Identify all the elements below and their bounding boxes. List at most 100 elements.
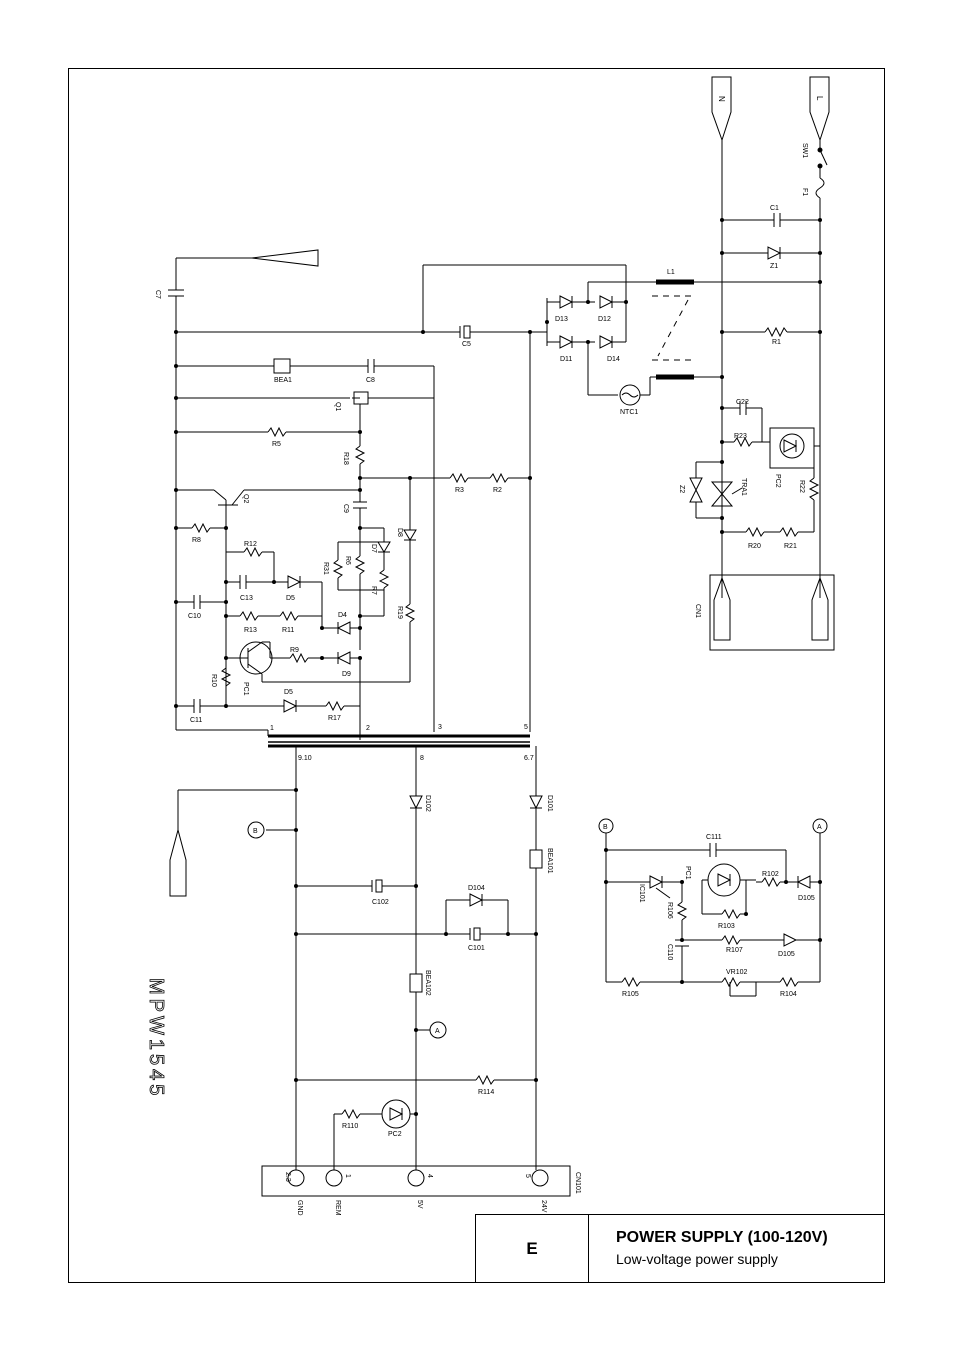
label-r11: R11: [282, 627, 294, 634]
label-r2: R2: [493, 487, 502, 494]
label-r6: R6: [344, 556, 351, 565]
label-tra1: TRA1: [740, 478, 747, 496]
label-c1: C1: [770, 205, 779, 212]
section-letter: E: [476, 1215, 589, 1283]
pin-8: 8: [420, 755, 424, 762]
label-b-left: B: [253, 828, 258, 835]
label-r7: R7: [370, 586, 377, 595]
label-c22: C22: [736, 399, 749, 406]
label-b-right: B: [603, 824, 608, 831]
label-bea1: BEA1: [274, 377, 292, 384]
label-gnd: GND: [296, 1200, 303, 1216]
label-rem: REM: [334, 1200, 341, 1216]
label-d11: D11: [560, 356, 572, 363]
label-c7: C7: [154, 290, 161, 299]
label-z2: Z2: [678, 485, 685, 493]
label-c101: C101: [468, 945, 485, 952]
label-d8: D8: [396, 528, 403, 537]
label-c110: C110: [666, 944, 673, 960]
label-r22: R22: [798, 480, 805, 493]
label-c13: C13: [240, 595, 253, 602]
label-r23: R23: [734, 433, 747, 440]
pin-2: 2: [366, 725, 370, 732]
label-a-left: A: [435, 1028, 440, 1035]
label-c8: C8: [366, 377, 375, 384]
label-c111: C111: [706, 834, 722, 841]
label-q2: Q2: [242, 494, 249, 503]
label-r102: R102: [762, 871, 779, 878]
label-r12: R12: [244, 541, 257, 548]
label-f1: F1: [801, 188, 808, 196]
label-cn1: CN1: [694, 604, 701, 618]
label-r106: R106: [666, 902, 673, 919]
label-c102: C102: [372, 899, 389, 906]
pin-5: 5: [524, 724, 528, 731]
label-q1: Q1: [334, 402, 341, 411]
label-d7: D7: [370, 544, 377, 553]
title-block: E POWER SUPPLY (100-120V) Low-voltage po…: [475, 1214, 885, 1283]
label-a-right: A: [817, 824, 822, 831]
pin-1: 1: [270, 725, 274, 732]
sheet-title: POWER SUPPLY (100-120V): [616, 1229, 828, 1246]
pin-cn101-1: 1: [344, 1174, 351, 1178]
label-d12: D12: [598, 316, 611, 323]
label-r8: R8: [192, 537, 201, 544]
label-z1: Z1: [770, 263, 778, 270]
label-r110: R110: [342, 1123, 358, 1130]
label-24v: 24V: [540, 1200, 547, 1213]
label-d104: D104: [468, 885, 485, 892]
label-d105-top: D105: [798, 895, 815, 902]
sheet-subtitle: Low-voltage power supply: [616, 1251, 778, 1267]
model-number: MPW1545: [145, 978, 167, 1099]
pin-6-7: 6.7: [524, 755, 534, 762]
label-pc1: PC1: [684, 866, 691, 880]
label-c10: C10: [188, 613, 201, 620]
label-r18: R18: [342, 452, 349, 465]
label-vr102: VR102: [726, 969, 748, 976]
label-r21: R21: [784, 543, 797, 550]
label-d105-bottom: D105: [778, 951, 795, 958]
label-r19: R19: [396, 606, 403, 619]
label-l: L: [815, 96, 824, 101]
label-c5: C5: [462, 341, 471, 348]
label-c11: C11: [190, 717, 202, 724]
label-r103: R103: [718, 923, 735, 930]
label-d5: D5: [284, 689, 293, 696]
label-pc2: PC2: [388, 1131, 402, 1138]
label-bea102: BEA102: [424, 970, 431, 996]
label-r114: R114: [478, 1089, 494, 1096]
label-bea101: BEA101: [546, 848, 553, 874]
label-d101: D101: [546, 795, 553, 812]
label-d9: D9: [342, 671, 351, 678]
label-c9: C9: [342, 504, 349, 513]
label-r3: R3: [455, 487, 464, 494]
drawing-frame: [68, 68, 885, 1283]
label-r10: R10: [210, 674, 217, 687]
label-pc2-primary: PC2: [774, 474, 781, 488]
label-ntc1: NTC1: [620, 409, 638, 416]
pin-3: 3: [438, 724, 442, 731]
label-r31: R31: [322, 562, 329, 575]
pin-9-10: 9.10: [298, 755, 312, 762]
label-r105: R105: [622, 991, 639, 998]
label-n: N: [717, 96, 726, 102]
label-d13: D13: [555, 316, 568, 323]
pin-cn101-2-3: 2.3: [284, 1172, 291, 1182]
label-cn101: CN101: [574, 1172, 581, 1194]
label-5v: 5V: [416, 1200, 423, 1209]
label-d5-zener: D5: [286, 595, 295, 602]
label-r9: R9: [290, 647, 299, 654]
label-l1: L1: [667, 269, 675, 276]
pin-cn101-4: 4: [426, 1174, 433, 1178]
label-sw1: SW1: [801, 143, 808, 158]
label-r17: R17: [328, 715, 341, 722]
label-d4: D4: [338, 612, 347, 619]
label-d14: D14: [607, 356, 620, 363]
plug-l: [809, 76, 830, 142]
label-r13: R13: [244, 627, 257, 634]
label-r1: R1: [772, 339, 781, 346]
label-d102: D102: [424, 795, 431, 812]
label-r104: R104: [780, 991, 797, 998]
